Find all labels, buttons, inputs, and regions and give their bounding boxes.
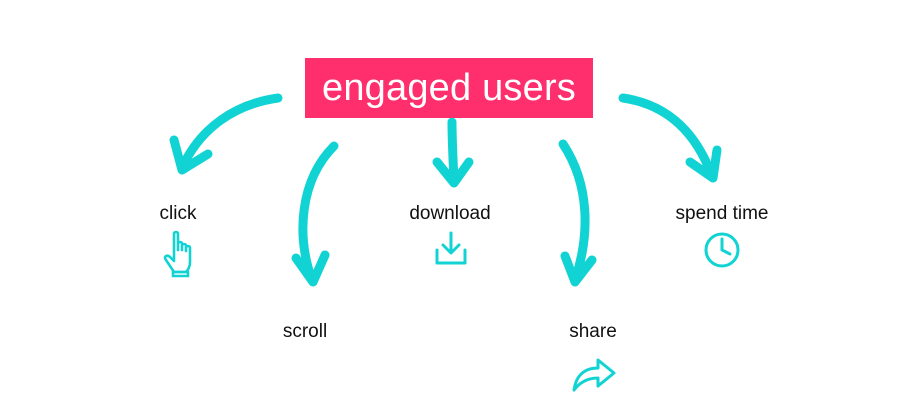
arrow-to-share: [558, 139, 597, 287]
label-scroll: scroll: [282, 321, 328, 342]
arrow-to-download: [432, 117, 474, 188]
arrow-to-spend-time: [618, 93, 722, 183]
label-click: click: [159, 203, 197, 224]
arrow-to-click: [169, 93, 283, 175]
diagram-title: engaged users: [321, 67, 577, 109]
share-arrow-icon: [572, 358, 616, 392]
download-icon: [435, 231, 467, 265]
label-download: download: [409, 203, 491, 224]
engaged-users-box: engaged users: [305, 58, 593, 118]
label-spend-time: spend time: [675, 203, 769, 224]
clock-icon: [704, 232, 740, 268]
hand-pointer-icon: [163, 230, 192, 278]
label-share: share: [569, 321, 617, 342]
arrow-to-scroll: [291, 141, 339, 287]
